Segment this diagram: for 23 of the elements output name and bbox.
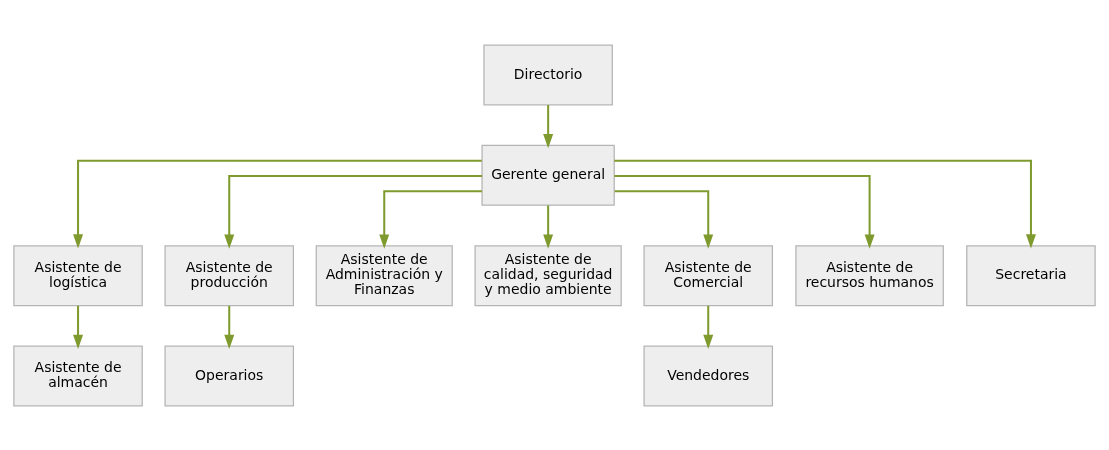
node-box: Vendedores <box>643 345 774 407</box>
arrow <box>73 159 482 249</box>
arrow <box>73 305 84 349</box>
arrow <box>224 305 235 349</box>
arrow <box>379 189 482 249</box>
arrow <box>224 174 483 249</box>
node-box: Asistente de calidad, seguridad y medio ambiente <box>474 244 622 306</box>
arrow <box>614 189 714 249</box>
node-box: Operarios <box>164 345 295 407</box>
node-box: Asistente de producción <box>164 244 295 306</box>
node-box: Asistente de Administración y Finanzas <box>315 244 453 306</box>
node-box: Asistente de logística <box>13 244 143 306</box>
arrow <box>703 305 714 349</box>
node-box: Secretaria <box>966 244 1096 306</box>
arrow <box>543 104 554 148</box>
arrow <box>543 204 554 249</box>
node-box: Directorio <box>483 43 613 105</box>
arrow <box>614 174 875 249</box>
node-box: Asistente de almacén <box>13 345 143 407</box>
node-box: Gerente general <box>481 144 615 206</box>
arrow <box>614 159 1036 249</box>
node-box: Asistente de Comercial <box>643 244 774 306</box>
node-box: Asistente de recursos humanos <box>795 244 944 306</box>
